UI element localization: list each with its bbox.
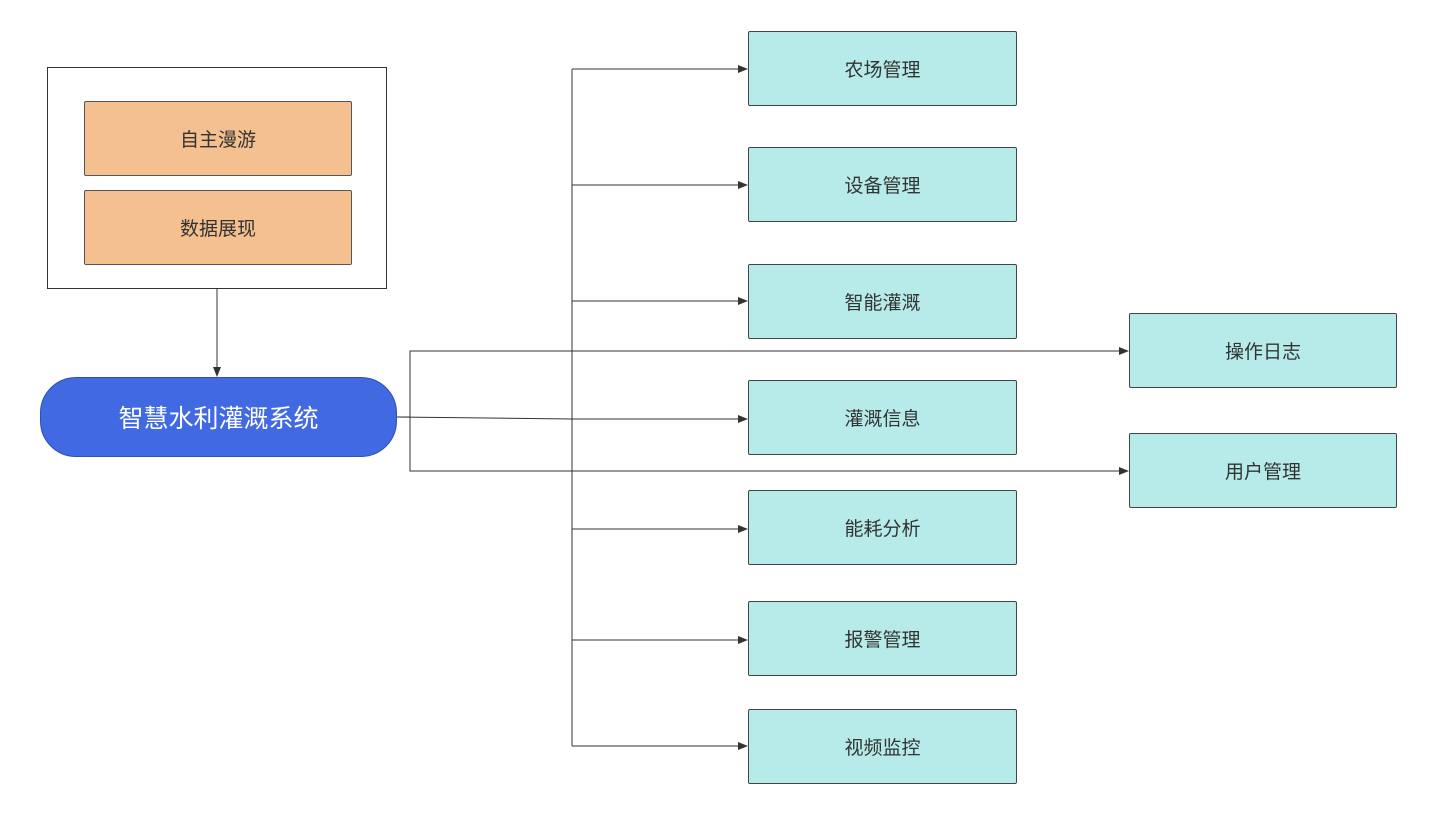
module-farm-management[interactable]: 农场管理 bbox=[748, 31, 1017, 106]
module-label: 操作日志 bbox=[1224, 341, 1301, 363]
group-item-label: 数据展现 bbox=[179, 218, 256, 240]
side-arrow-user-management bbox=[409, 417, 1129, 475]
module-label: 报警管理 bbox=[844, 629, 921, 651]
group-item-data-display[interactable]: 数据展现 bbox=[84, 190, 352, 265]
group-item-autonomous-roaming[interactable]: 自主漫游 bbox=[84, 101, 352, 176]
module-user-management[interactable]: 用户管理 bbox=[1129, 433, 1397, 508]
module-smart-irrigation[interactable]: 智能灌溉 bbox=[748, 264, 1017, 339]
module-video-monitoring[interactable]: 视频监控 bbox=[748, 709, 1017, 784]
module-device-management[interactable]: 设备管理 bbox=[748, 147, 1017, 222]
module-label: 灌溉信息 bbox=[844, 408, 921, 430]
module-alarm-management[interactable]: 报警管理 bbox=[748, 601, 1017, 676]
module-label: 视频监控 bbox=[844, 737, 921, 759]
module-label: 农场管理 bbox=[844, 59, 921, 81]
module-label: 智能灌溉 bbox=[844, 292, 921, 314]
module-label: 用户管理 bbox=[1224, 461, 1301, 483]
module-label: 能耗分析 bbox=[844, 518, 921, 540]
root-node[interactable]: 智慧水利灌溉系统 bbox=[40, 377, 397, 457]
module-irrigation-info[interactable]: 灌溉信息 bbox=[748, 380, 1017, 455]
module-operation-log[interactable]: 操作日志 bbox=[1129, 313, 1397, 388]
side-arrow-operation-log bbox=[396, 347, 1129, 418]
group-item-label: 自主漫游 bbox=[179, 129, 256, 151]
module-label: 设备管理 bbox=[844, 175, 921, 197]
module-energy-analysis[interactable]: 能耗分析 bbox=[748, 490, 1017, 565]
root-label: 智慧水利灌溉系统 bbox=[118, 404, 319, 433]
root-to-trunk-line bbox=[395, 416, 573, 420]
